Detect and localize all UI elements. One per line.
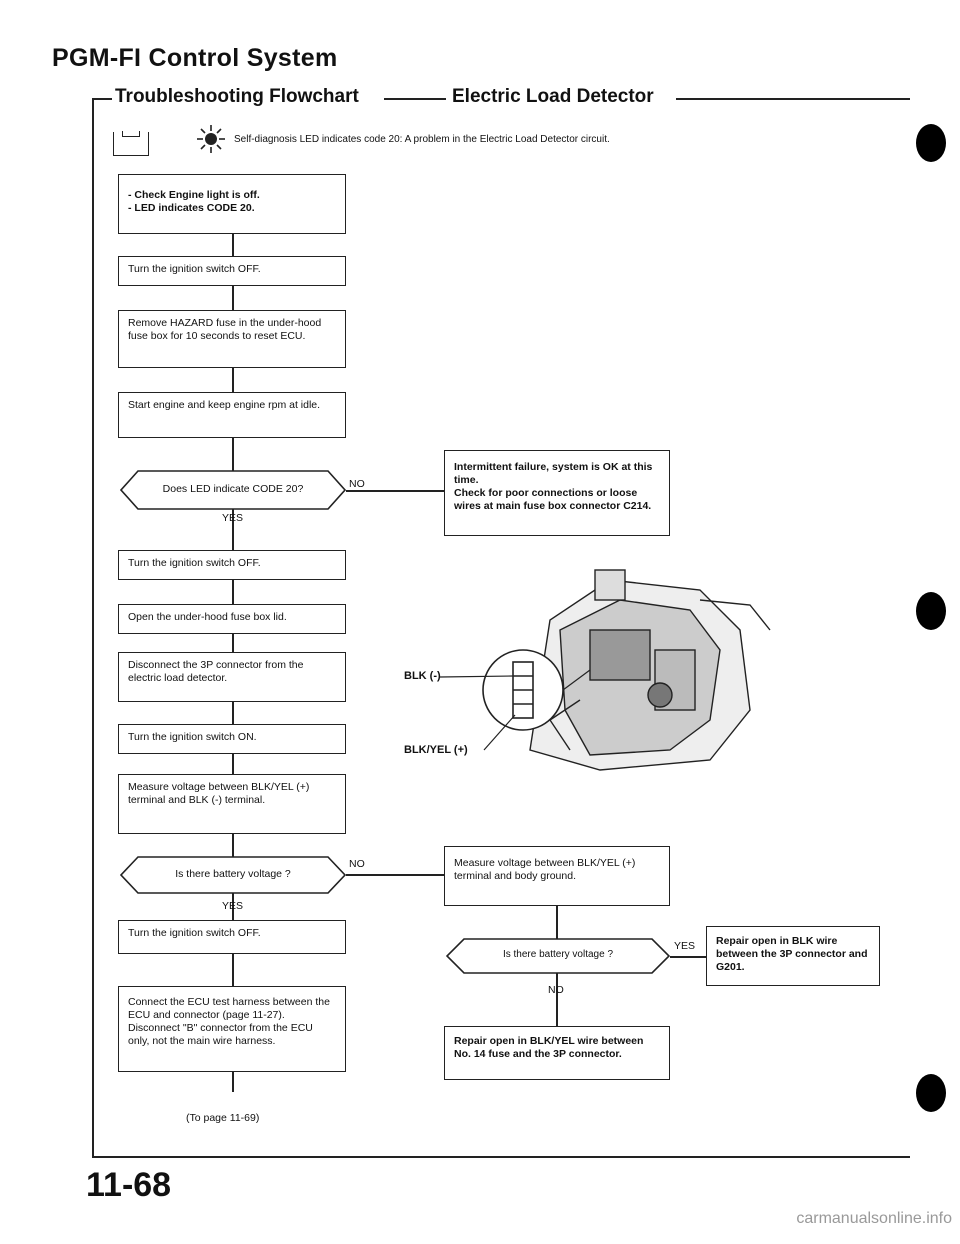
yes-label: YES bbox=[674, 940, 696, 952]
result-repair-blk-yel-wire: Repair open in BLK/YEL wire between No. … bbox=[444, 1026, 670, 1080]
header-rule-right bbox=[676, 98, 910, 100]
watermark: carmanualsonline.info bbox=[796, 1210, 952, 1227]
step-ignition-off-2: Turn the ignition switch OFF. bbox=[118, 550, 346, 580]
step-measure-voltage-blk: Measure voltage between BLK/YEL (+) term… bbox=[118, 774, 346, 834]
yes-branch-line bbox=[670, 956, 708, 958]
led-icon bbox=[196, 124, 226, 154]
header-rule-left bbox=[92, 98, 112, 100]
step-open-fuse-box: Open the under-hood fuse box lid. bbox=[118, 604, 346, 634]
no-branch-line bbox=[346, 874, 444, 876]
connector-icon bbox=[113, 131, 149, 156]
step-ignition-on: Turn the ignition switch ON. bbox=[118, 724, 346, 754]
step-remove-hazard-fuse: Remove HAZARD fuse in the under-hood fus… bbox=[118, 310, 346, 368]
step-ignition-off-3: Turn the ignition switch OFF. bbox=[118, 920, 346, 954]
no-label: NO bbox=[349, 478, 365, 490]
intro-text: Self-diagnosis LED indicates code 20: A … bbox=[234, 134, 610, 145]
section-title: Troubleshooting Flowchart bbox=[115, 86, 359, 107]
yes-label: YES bbox=[222, 900, 244, 912]
no-label: NO bbox=[349, 858, 365, 870]
step-disconnect-3p: Disconnect the 3P connector from the ele… bbox=[118, 652, 346, 702]
margin-dot bbox=[916, 124, 946, 162]
page-bottom-border bbox=[92, 1156, 910, 1158]
step-connect-ecu-harness: Connect the ECU test harness between the… bbox=[118, 986, 346, 1072]
blk-terminal-label: BLK (-) bbox=[404, 670, 441, 682]
decision-text: Does LED indicate CODE 20? bbox=[162, 483, 304, 495]
yes-label: YES bbox=[222, 512, 244, 524]
result-intermittent-failure: Intermittent failure, system is OK at th… bbox=[444, 450, 670, 536]
page-title: PGM-FI Control System bbox=[52, 44, 338, 72]
no-branch-line bbox=[346, 490, 444, 492]
margin-dot bbox=[916, 1074, 946, 1112]
margin-dot bbox=[916, 592, 946, 630]
to-page-note: (To page 11-69) bbox=[186, 1112, 260, 1124]
blk-yel-terminal-label: BLK/YEL (+) bbox=[404, 744, 468, 756]
step-ignition-off-1: Turn the ignition switch OFF. bbox=[118, 256, 346, 286]
step-measure-voltage-ground: Measure voltage between BLK/YEL (+) term… bbox=[444, 846, 670, 906]
header-rule-mid bbox=[384, 98, 446, 100]
result-repair-blk-wire: Repair open in BLK wire between the 3P c… bbox=[706, 926, 880, 986]
subsection-title: Electric Load Detector bbox=[452, 86, 654, 107]
no-label: NO bbox=[548, 984, 564, 996]
decision-battery-voltage-2: Is there battery voltage ? bbox=[446, 938, 670, 974]
decision-battery-voltage-1: Is there battery voltage ? bbox=[120, 856, 346, 894]
decision-text: Is there battery voltage ? bbox=[502, 949, 614, 960]
step-start-engine: Start engine and keep engine rpm at idle… bbox=[118, 392, 346, 438]
decision-led-code-20: Does LED indicate CODE 20? bbox=[120, 470, 346, 510]
decision-text: Is there battery voltage ? bbox=[175, 868, 291, 880]
page-number: 11-68 bbox=[86, 1166, 172, 1204]
page-left-border bbox=[92, 98, 94, 1156]
fuse-box-illustration bbox=[400, 560, 780, 780]
step-check-engine-light: - Check Engine light is off. - LED indic… bbox=[118, 174, 346, 234]
